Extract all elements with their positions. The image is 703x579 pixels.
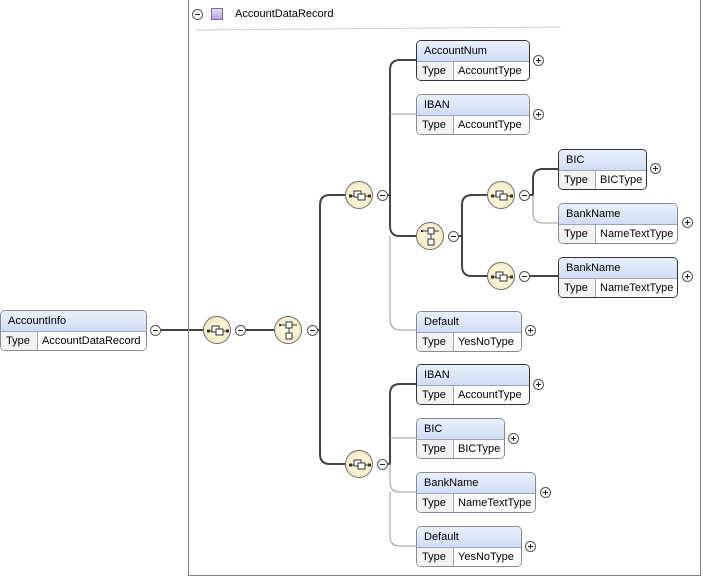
sequence-compositor-icon[interactable] <box>345 181 373 209</box>
expand-toggle[interactable] <box>650 163 661 174</box>
type-key: Type <box>1 332 38 350</box>
element-name: BIC <box>417 419 504 440</box>
element-name: BIC <box>559 150 646 171</box>
type-value: AccountDataRecord <box>42 335 141 347</box>
collapse-toggle[interactable] <box>519 271 530 282</box>
complex-type-title: AccountDataRecord <box>235 8 334 20</box>
sequence-compositor-icon[interactable] <box>345 450 373 478</box>
collapse-toggle[interactable] <box>448 231 459 242</box>
element-name: BankName <box>417 473 535 494</box>
type-key: Type <box>417 440 454 458</box>
type-key: Type <box>417 548 454 566</box>
expand-toggle[interactable] <box>540 487 551 498</box>
collapse-toggle[interactable] <box>377 459 388 470</box>
element-name: BankName <box>559 258 677 279</box>
element-bankname[interactable]: BankName Type NameTextType <box>416 472 536 513</box>
expand-toggle[interactable] <box>525 325 536 336</box>
element-bankname[interactable]: BankName Type NameTextType <box>558 257 678 298</box>
collapse-toggle[interactable] <box>192 9 203 20</box>
element-bic[interactable]: BIC Type BICType <box>558 149 647 190</box>
type-key: Type <box>559 279 596 297</box>
type-value: NameTextType <box>600 228 674 240</box>
type-value: AccountType <box>458 119 522 131</box>
choice-compositor-icon[interactable] <box>274 316 302 344</box>
sequence-compositor-icon[interactable] <box>203 316 231 344</box>
expand-toggle[interactable] <box>682 271 693 282</box>
expand-toggle[interactable] <box>533 55 544 66</box>
element-bankname[interactable]: BankName Type NameTextType <box>558 203 678 244</box>
type-value: AccountType <box>458 65 522 77</box>
collapse-toggle[interactable] <box>377 190 388 201</box>
type-key: Type <box>417 62 454 80</box>
type-value: NameTextType <box>458 497 532 509</box>
type-key: Type <box>559 225 596 243</box>
choice-compositor-icon[interactable] <box>416 222 444 250</box>
collapse-toggle[interactable] <box>150 325 161 336</box>
expand-toggle[interactable] <box>508 433 519 444</box>
type-key: Type <box>417 386 454 404</box>
element-default[interactable]: Default Type YesNoType <box>416 311 522 352</box>
element-name: Default <box>417 312 521 333</box>
element-name: AccountNum <box>417 41 529 62</box>
element-name: Default <box>417 527 521 548</box>
type-value: BICType <box>458 443 501 455</box>
type-key: Type <box>417 116 454 134</box>
type-value: AccountType <box>458 389 522 401</box>
element-bic[interactable]: BIC Type BICType <box>416 418 505 459</box>
element-iban[interactable]: IBAN Type AccountType <box>416 94 530 135</box>
expand-toggle[interactable] <box>533 109 544 120</box>
complex-type-icon <box>211 8 223 20</box>
type-key: Type <box>417 333 454 351</box>
element-accountinfo[interactable]: AccountInfo Type AccountDataRecord <box>0 310 147 351</box>
expand-toggle[interactable] <box>533 379 544 390</box>
element-name: IBAN <box>417 95 529 116</box>
collapse-toggle[interactable] <box>519 190 530 201</box>
type-value: NameTextType <box>600 282 674 294</box>
element-name: BankName <box>559 204 677 225</box>
type-key: Type <box>417 494 454 512</box>
type-value: YesNoType <box>458 336 514 348</box>
type-value: BICType <box>600 174 643 186</box>
element-accountnum[interactable]: AccountNum Type AccountType <box>416 40 530 81</box>
type-key: Type <box>559 171 596 189</box>
type-value: YesNoType <box>458 551 514 563</box>
collapse-toggle[interactable] <box>307 325 318 336</box>
expand-toggle[interactable] <box>525 541 536 552</box>
sequence-compositor-icon[interactable] <box>487 181 515 209</box>
complex-type-frame <box>188 0 701 576</box>
element-name: AccountInfo <box>1 311 146 332</box>
element-name: IBAN <box>417 365 529 386</box>
expand-toggle[interactable] <box>682 217 693 228</box>
collapse-toggle[interactable] <box>235 325 246 336</box>
sequence-compositor-icon[interactable] <box>487 262 515 290</box>
element-default[interactable]: Default Type YesNoType <box>416 526 522 567</box>
element-iban[interactable]: IBAN Type AccountType <box>416 364 530 405</box>
